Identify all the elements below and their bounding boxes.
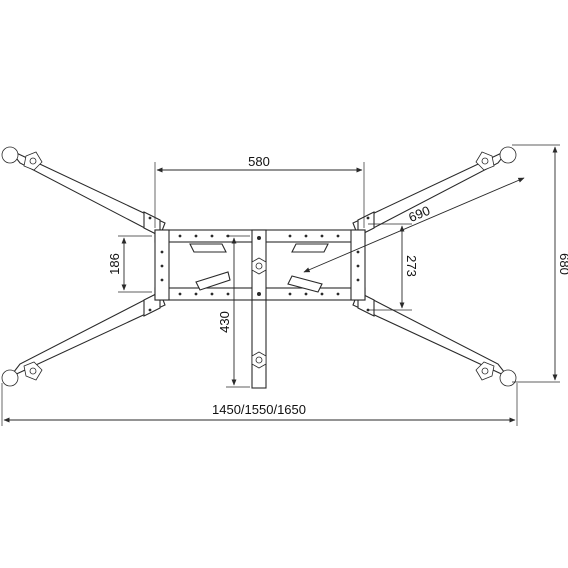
bolt-icon (251, 257, 267, 275)
inner-bracket-right-bottom (287, 275, 323, 293)
bolt-icon (251, 351, 267, 369)
dimension-total-width-label: 1450/1550/1650 (212, 402, 306, 417)
arm-bottom-left (9, 291, 166, 378)
dimension-430: 430 (217, 235, 250, 388)
inner-bracket-left-bottom (195, 271, 231, 291)
dimension-430-label: 430 (217, 311, 232, 333)
dimension-580: 580 (154, 154, 365, 228)
dimension-680: 680 (512, 144, 568, 383)
swivel-foot-icon (1, 361, 43, 387)
dimension-680-label: 680 (557, 253, 568, 275)
swivel-foot-icon (1, 146, 43, 171)
dimension-186-label: 186 (107, 253, 122, 275)
dimension-273-label: 273 (404, 255, 419, 277)
dimension-186: 186 (107, 235, 152, 293)
dimension-580-label: 580 (248, 154, 270, 169)
dimension-273: 273 (368, 223, 419, 311)
dimension-total-width: 1450/1550/1650 (1, 383, 518, 426)
swivel-foot-icon (475, 146, 517, 171)
inner-bracket-left-top (189, 243, 227, 253)
inner-bracket-right-top (291, 243, 329, 253)
